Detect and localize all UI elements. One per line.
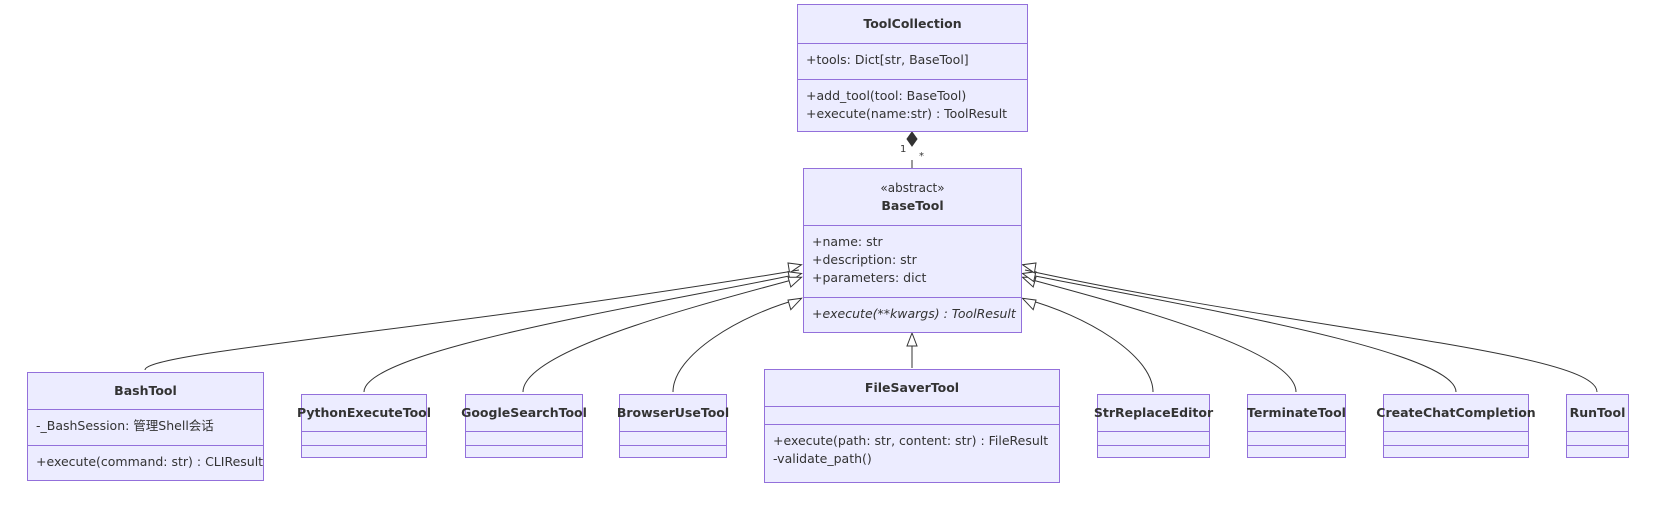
class-toolcollection[interactable]: ToolCollection +tools: Dict[str, BaseToo… — [797, 4, 1028, 132]
attributes-section — [1248, 431, 1345, 445]
attributes-section — [1098, 431, 1209, 445]
class-createchatcompletion[interactable]: CreateChatCompletion — [1376, 394, 1536, 458]
class-header: PythonExecuteTool — [297, 395, 431, 431]
class-name: BaseTool — [881, 198, 944, 213]
inheritance-arrowhead-bashtool — [787, 262, 803, 274]
class-googlesearchtool[interactable]: GoogleSearchTool — [461, 394, 587, 458]
attributes-section — [765, 406, 1059, 424]
class-terminatetool[interactable]: TerminateTool — [1247, 394, 1346, 458]
attributes-section — [1384, 431, 1528, 445]
class-name: PythonExecuteTool — [296, 405, 432, 420]
class-name: FileSaverTool — [864, 380, 960, 395]
methods-section: +execute(**kwargs) : ToolResult — [804, 297, 1021, 332]
inheritance-arrowhead-runtool — [1021, 262, 1037, 274]
class-name: GoogleSearchTool — [461, 405, 587, 420]
method: +execute(name:str) : ToolResult — [806, 106, 1008, 121]
method: +execute(path: str, content: str) : File… — [773, 433, 1049, 448]
class-header: RunTool — [1567, 395, 1628, 431]
attribute: +parameters: dict — [812, 270, 927, 285]
inheritance-arrowhead-browserusetool — [787, 297, 803, 311]
class-header: TerminateTool — [1247, 395, 1346, 431]
inheritance-line-createchatcompletion — [1024, 273, 1457, 393]
class-header: StrReplaceEditor — [1094, 395, 1213, 431]
methods-section — [1098, 445, 1209, 457]
class-name: TerminateTool — [1247, 405, 1346, 420]
class-name: CreateChatCompletion — [1376, 405, 1536, 420]
method: +execute(**kwargs) : ToolResult — [812, 306, 1016, 321]
class-stereotype: «abstract» — [880, 181, 945, 195]
class-header: GoogleSearchTool — [461, 395, 587, 431]
class-header: CreateChatCompletion — [1376, 395, 1535, 431]
methods-section — [302, 445, 426, 457]
methods-section: +add_tool(tool: BaseTool) +execute(name:… — [798, 79, 1027, 131]
attribute: +name: str — [812, 234, 883, 249]
inheritance-line-runtool — [1024, 269, 1598, 393]
attributes-section — [466, 431, 582, 445]
inheritance-line-terminatetool — [1024, 277, 1297, 393]
class-name: BrowserUseTool — [616, 405, 730, 420]
attributes-section: +name: str +description: str +parameters… — [804, 225, 1021, 297]
inheritance-line-googlesearchtool — [522, 277, 800, 393]
class-pythonexecutetool[interactable]: PythonExecuteTool — [297, 394, 431, 458]
attributes-section: -_BashSession: 管理Shell会话 — [28, 409, 263, 445]
methods-section — [1567, 445, 1628, 457]
class-browserusetool[interactable]: BrowserUseTool — [616, 394, 730, 458]
class-runtool[interactable]: RunTool — [1566, 394, 1629, 458]
class-header: BrowserUseTool — [616, 395, 730, 431]
methods-section — [466, 445, 582, 457]
class-name: ToolCollection — [863, 16, 962, 31]
attributes-section — [1567, 431, 1628, 445]
inheritance-arrowhead-googlesearchtool — [787, 276, 803, 288]
attribute: +tools: Dict[str, BaseTool] — [806, 52, 969, 67]
inheritance-line-browserusetool — [672, 298, 800, 393]
class-header: FileSaverTool — [765, 370, 1059, 406]
methods-section — [1248, 445, 1345, 457]
method: +execute(command: str) : CLIResult — [36, 454, 264, 469]
inheritance-line-pythonexecutetool — [363, 273, 800, 393]
inheritance-arrowhead-strreplaceeditor — [1021, 297, 1037, 311]
method: +add_tool(tool: BaseTool) — [806, 88, 967, 103]
attribute: +description: str — [812, 252, 917, 267]
class-basetool[interactable]: «abstract» BaseTool +name: str +descript… — [803, 168, 1022, 333]
class-header: «abstract» BaseTool — [804, 169, 1021, 225]
class-filesavertool[interactable]: FileSaverTool +execute(path: str, conten… — [764, 369, 1060, 483]
class-name: StrReplaceEditor — [1093, 405, 1214, 420]
inheritance-arrowhead-filesavertool — [906, 331, 918, 347]
class-bashtool[interactable]: BashTool -_BashSession: 管理Shell会话 +execu… — [27, 372, 264, 481]
class-strreplaceeditor[interactable]: StrReplaceEditor — [1094, 394, 1213, 458]
attributes-section: +tools: Dict[str, BaseTool] — [798, 43, 1027, 79]
methods-section: +execute(path: str, content: str) : File… — [765, 424, 1059, 482]
method: -validate_path() — [773, 451, 872, 466]
class-header: BashTool — [28, 373, 263, 409]
inheritance-line-bashtool — [144, 269, 800, 371]
methods-section — [1384, 445, 1528, 457]
inheritance-arrowhead-createchatcompletion — [1021, 271, 1037, 283]
attribute: -_BashSession: 管理Shell会话 — [36, 418, 214, 433]
attributes-section — [302, 431, 426, 445]
methods-section — [620, 445, 726, 457]
inheritance-line-strreplaceeditor — [1024, 298, 1154, 393]
attributes-section — [620, 431, 726, 445]
class-name: RunTool — [1569, 405, 1626, 420]
class-name: BashTool — [114, 383, 177, 398]
multiplicity-whole: 1 — [900, 144, 907, 155]
class-header: ToolCollection — [798, 5, 1027, 43]
methods-section: +execute(command: str) : CLIResult — [28, 445, 263, 480]
composition-diamond — [906, 131, 918, 147]
multiplicity-part: * — [919, 151, 924, 162]
